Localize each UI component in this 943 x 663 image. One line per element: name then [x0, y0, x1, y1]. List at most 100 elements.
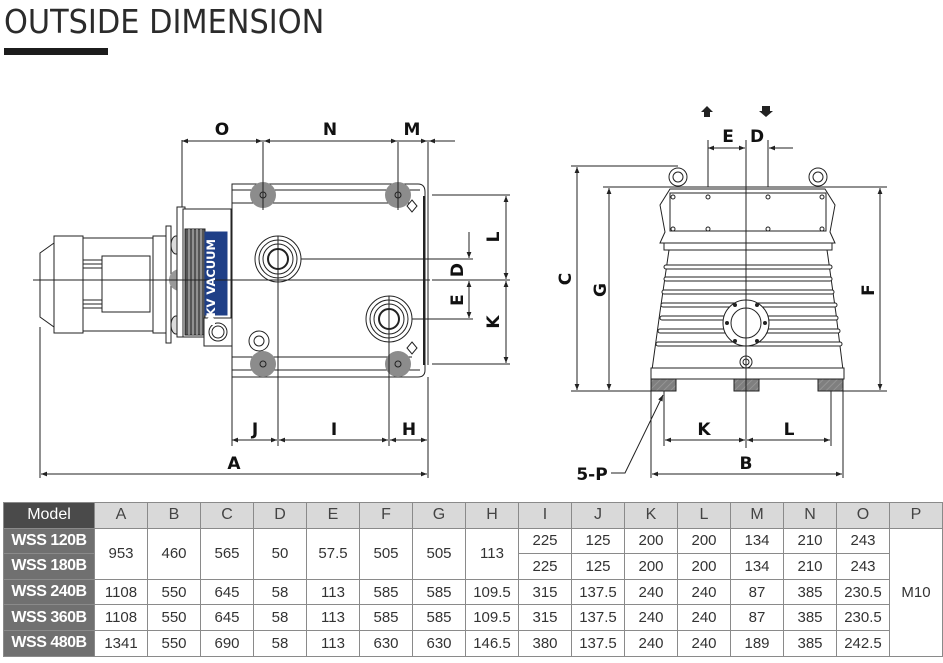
- cell-H: 146.5: [465, 629, 519, 657]
- cell-K: 200: [624, 553, 678, 580]
- dim-label-C: C: [556, 273, 576, 285]
- cell-J: 137.5: [571, 604, 625, 631]
- table-row: WSS 360B 1108 550 645 58 113 585 585 109…: [3, 604, 943, 631]
- dim-label-D: D: [448, 263, 468, 277]
- foot-right: [817, 378, 844, 392]
- cell-N: 385: [783, 578, 837, 606]
- cell-K: 240: [624, 604, 678, 631]
- cell-I: 225: [518, 553, 572, 580]
- brand-label: DKV VACUUM: [204, 239, 218, 326]
- cell-O: 230.5: [836, 604, 890, 631]
- dimension-table: Model A B C D E F G H I J K L M N O P WS…: [3, 502, 943, 657]
- page-title: OUTSIDE DIMENSION: [4, 2, 325, 41]
- cooler-block: [176, 206, 233, 347]
- table-row: WSS 120B 953 460 565 50 57.5 505 505 113…: [3, 527, 943, 657]
- dim-label-G: G: [591, 283, 611, 297]
- header-B: B: [147, 502, 201, 529]
- cell-N: 385: [783, 629, 837, 657]
- dim-label-K-front: K: [697, 420, 711, 440]
- cell-B: 550: [147, 578, 201, 606]
- outlet-arrow-icon: [701, 106, 713, 117]
- cell-I: 315: [518, 604, 572, 631]
- table-row: WSS 180B 225 125 200 200 134 210 243: [3, 553, 943, 580]
- cell-A: 953: [94, 527, 148, 580]
- model-cell: WSS 120B: [3, 527, 95, 555]
- header-model: Model: [3, 502, 95, 529]
- title-underline: [4, 48, 108, 55]
- cell-M: 134: [730, 553, 784, 580]
- cell-O: 242.5: [836, 629, 890, 657]
- cell-E: 113: [306, 604, 360, 631]
- cell-M: 87: [730, 578, 784, 606]
- table-row: WSS 480B 1341 550 690 58 113 630 630 146…: [3, 629, 943, 657]
- header-L: L: [677, 502, 731, 529]
- cell-K: 200: [624, 527, 678, 555]
- cell-H: 109.5: [465, 578, 519, 606]
- header-M: M: [730, 502, 784, 529]
- header-F: F: [359, 502, 413, 529]
- dim-label-B: B: [740, 454, 753, 474]
- dim-label-E-front: E: [722, 127, 734, 147]
- header-I: I: [518, 502, 572, 529]
- cell-G: 585: [412, 578, 466, 606]
- cell-M: 189: [730, 629, 784, 657]
- cell-A: 1108: [94, 604, 148, 631]
- dim-label-J: J: [251, 420, 258, 440]
- foot-left: [650, 378, 677, 392]
- dim-label-F: F: [859, 284, 879, 296]
- cell-N: 210: [783, 527, 837, 555]
- cell-I: 225: [518, 527, 572, 555]
- model-cell: WSS 360B: [3, 604, 95, 631]
- cell-K: 240: [624, 578, 678, 606]
- cell-K: 240: [624, 629, 678, 657]
- model-cell: WSS 180B: [3, 553, 95, 580]
- header-P: P: [889, 502, 943, 529]
- header-E: E: [306, 502, 360, 529]
- cell-D: 58: [253, 578, 307, 606]
- cell-E: 113: [306, 629, 360, 657]
- cell-H: 109.5: [465, 604, 519, 631]
- cell-F: 630: [359, 629, 413, 657]
- cell-N: 385: [783, 604, 837, 631]
- header-G: G: [412, 502, 466, 529]
- top-view-drawing: [33, 138, 510, 478]
- cell-A: 1108: [94, 578, 148, 606]
- front-view-drawing: [571, 106, 887, 478]
- dim-label-5P: 5-P: [576, 465, 607, 485]
- cell-J: 137.5: [571, 578, 625, 606]
- dim-label-A: A: [227, 454, 241, 474]
- cell-O: 230.5: [836, 578, 890, 606]
- cell-O: 243: [836, 527, 890, 555]
- cell-O: 243: [836, 553, 890, 580]
- cell-B: 550: [147, 629, 201, 657]
- dim-label-K: K: [484, 315, 504, 329]
- cell-J: 125: [571, 527, 625, 555]
- cell-J: 125: [571, 553, 625, 580]
- cell-E: 57.5: [306, 527, 360, 580]
- cell-D: 58: [253, 629, 307, 657]
- cell-L: 200: [677, 527, 731, 555]
- cell-D: 50: [253, 527, 307, 580]
- cell-C: 565: [200, 527, 254, 580]
- header-K: K: [624, 502, 678, 529]
- dim-label-D-front: D: [750, 127, 764, 147]
- cell-G: 585: [412, 604, 466, 631]
- cell-C: 690: [200, 629, 254, 657]
- dim-label-L: L: [484, 231, 504, 242]
- dim-label-I: I: [331, 420, 337, 440]
- header-C: C: [200, 502, 254, 529]
- cell-C: 645: [200, 578, 254, 606]
- cell-L: 240: [677, 604, 731, 631]
- cell-D: 58: [253, 604, 307, 631]
- cell-M: 87: [730, 604, 784, 631]
- inlet-arrow-icon: [759, 106, 773, 117]
- header-H: H: [465, 502, 519, 529]
- motor: [39, 225, 191, 344]
- header-O: O: [836, 502, 890, 529]
- cell-I: 380: [518, 629, 572, 657]
- cell-E: 113: [306, 578, 360, 606]
- header-A: A: [94, 502, 148, 529]
- cell-I: 315: [518, 578, 572, 606]
- model-cell: WSS 240B: [3, 578, 95, 606]
- header-J: J: [571, 502, 625, 529]
